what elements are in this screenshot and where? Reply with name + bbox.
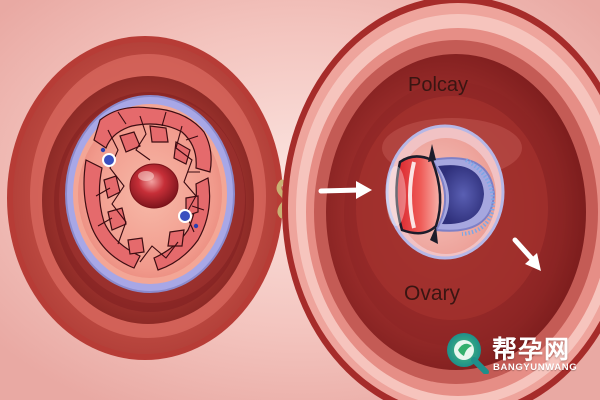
granulosa-cap [430, 157, 496, 236]
watermark-english: BANGYUNWANG [493, 362, 578, 373]
magnifier-leaf-logo-icon [447, 333, 489, 374]
watermark-chinese: 帮孕网 [492, 335, 571, 364]
lens-shape [395, 144, 442, 244]
left-follicle [7, 36, 283, 360]
oocyte [129, 163, 179, 209]
arrow-icon [318, 181, 372, 199]
right-follicle [282, 0, 600, 400]
label-top: Polcay [408, 74, 469, 96]
blue-vesicle [178, 209, 192, 223]
cell-network-lines [95, 111, 205, 263]
watermark: 帮孕网 BANGYUNWANG [444, 330, 594, 374]
label-bottom: Ovary [404, 282, 461, 305]
arrow-icon [512, 237, 541, 271]
blue-vesicle [102, 153, 116, 167]
